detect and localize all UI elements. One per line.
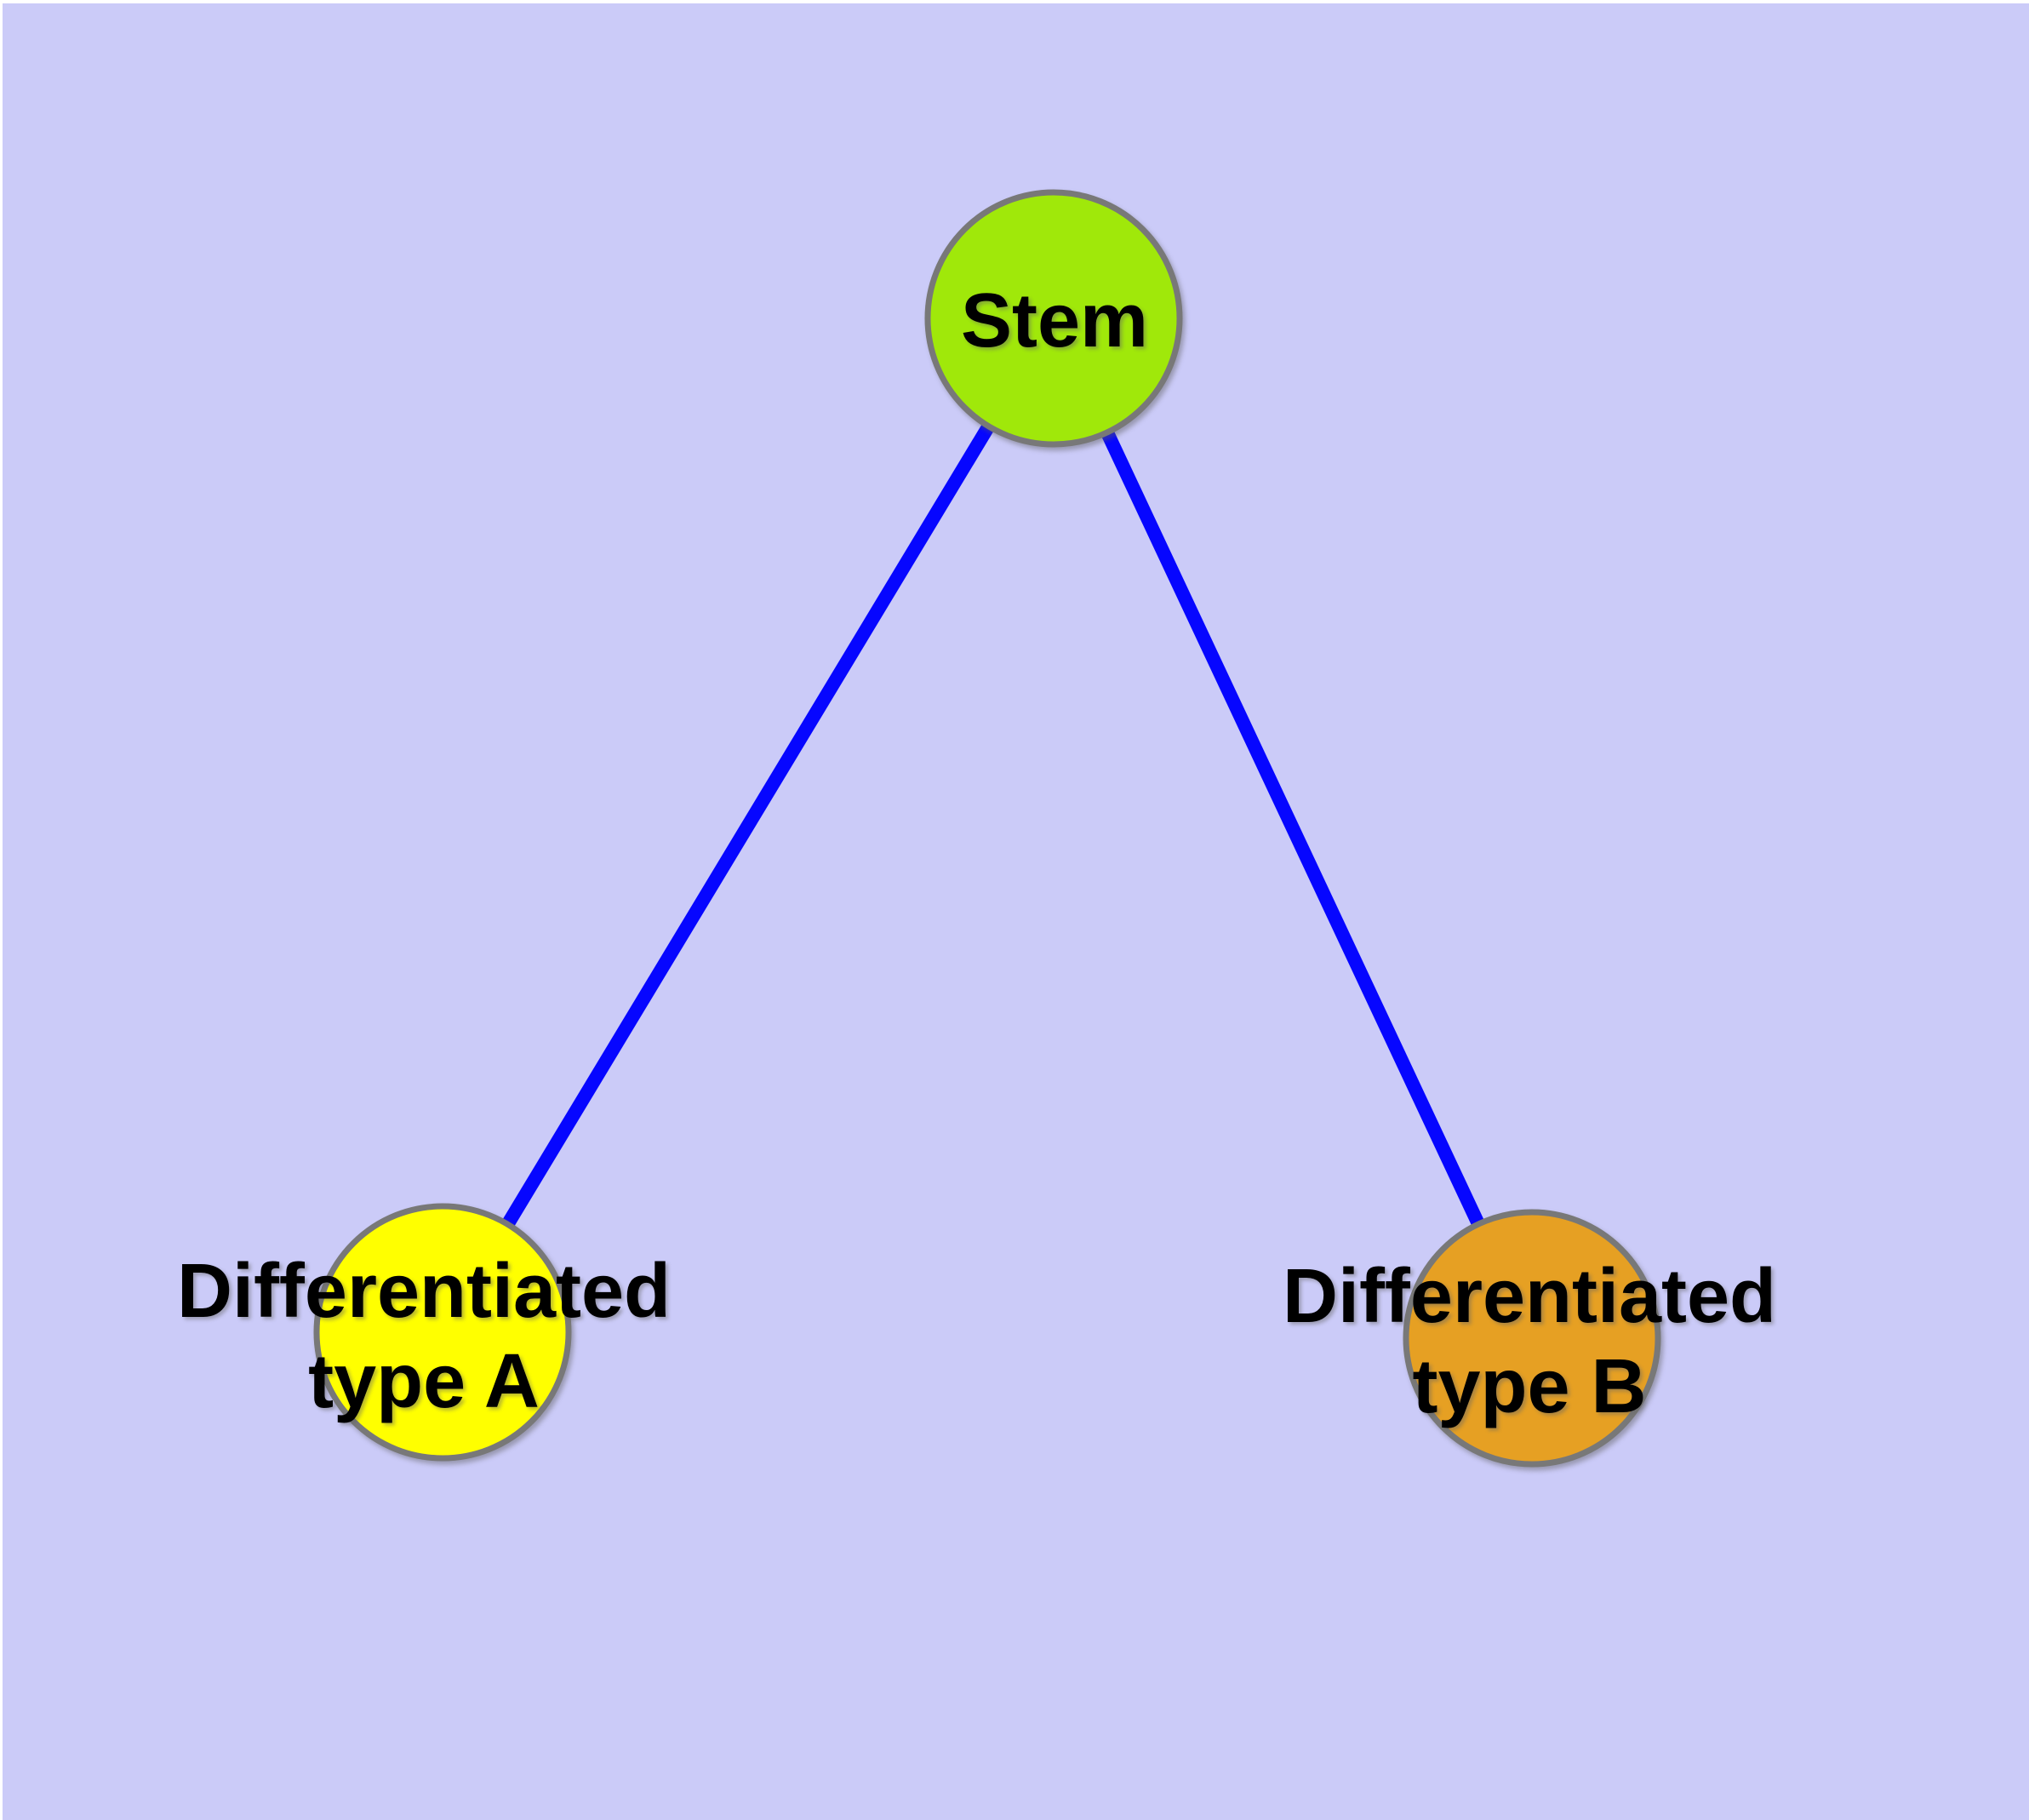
edge-stem-to-type-b <box>1047 315 1539 1342</box>
node-differentiated-type-a: Differentiated type A <box>177 1203 671 1462</box>
node-stem-label: Stem <box>961 278 1148 363</box>
node-type-a-circle <box>313 1203 572 1462</box>
node-differentiated-type-b: Differentiated type B <box>1283 1209 1776 1468</box>
node-type-a-label-line1: Differentiated <box>177 1249 671 1334</box>
node-type-b-label-line2: type B <box>1412 1344 1646 1429</box>
edge-stem-to-type-a <box>437 314 1060 1336</box>
node-stem-circle <box>924 189 1183 448</box>
node-type-b-circle <box>1403 1209 1661 1468</box>
node-stem: Stem <box>924 189 1183 448</box>
node-type-a-label-line2: type A <box>308 1339 540 1424</box>
node-type-b-label-line1: Differentiated <box>1283 1254 1776 1339</box>
